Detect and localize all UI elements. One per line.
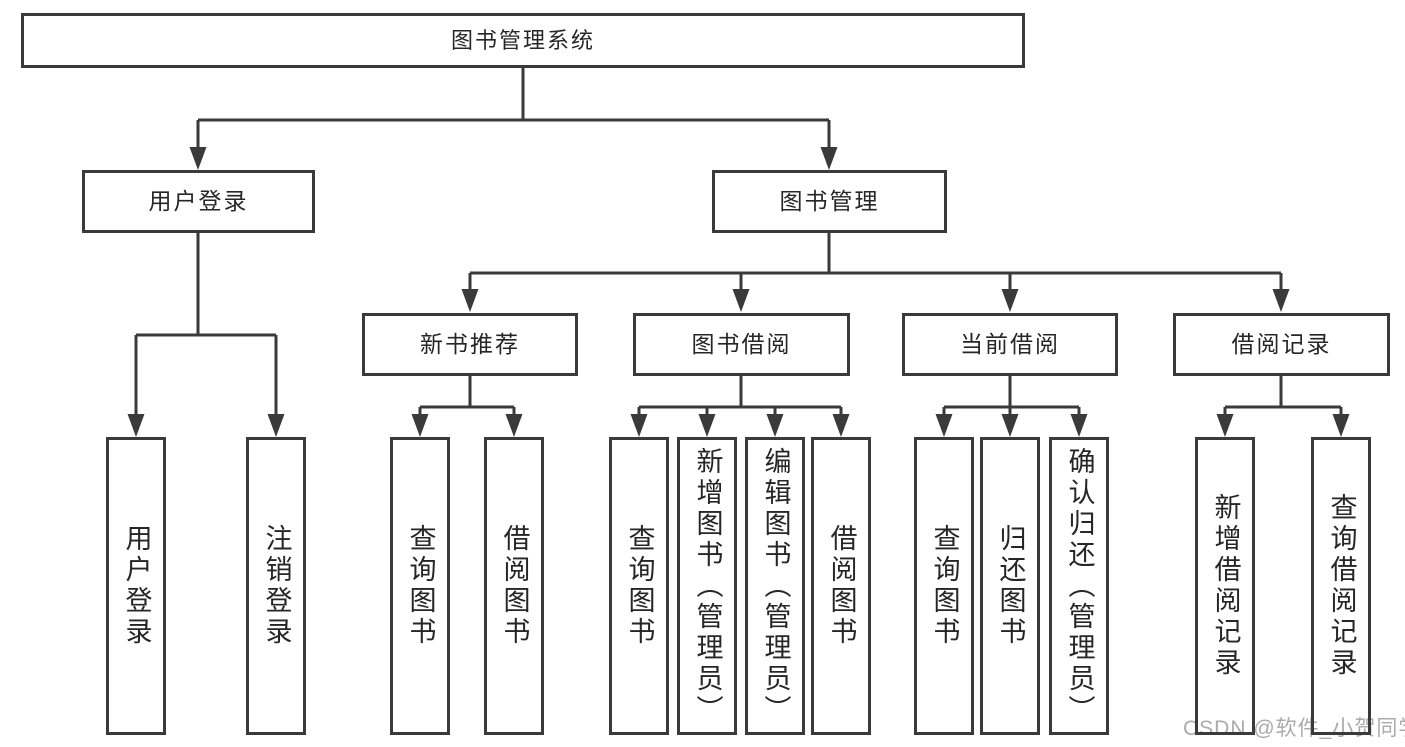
node-leaf-bb-query-book: 查询图书 [609,437,669,735]
node-leaf-nb-borrow-book-label: 借阅图书 [499,524,530,648]
node-leaf-bb-query-book-label: 查询图书 [624,524,655,648]
node-leaf-bb-borrow-book: 借阅图书 [811,437,871,735]
node-leaf-nb-borrow-book: 借阅图书 [484,437,544,735]
node-leaf-user-login-label: 用户登录 [121,524,152,648]
node-leaf-br-query-record: 查询借阅记录 [1311,437,1371,735]
node-library-system: 图书管理系统 [21,13,1025,68]
node-leaf-bb-add-book-admin-label: 新增图书（管理员） [692,446,723,726]
node-leaf-bb-edit-book-admin: 编辑图书（管理员） [745,437,805,735]
node-leaf-cb-query-book-label: 查询图书 [929,524,960,648]
node-leaf-user-login: 用户登录 [106,437,166,735]
node-leaf-cb-return-book: 归还图书 [980,437,1040,735]
node-leaf-br-add-record-label: 新增借阅记录 [1210,493,1241,679]
node-leaf-nb-query-book-label: 查询图书 [405,524,436,648]
node-leaf-cb-return-book-label: 归还图书 [995,524,1026,648]
node-new-book-recommendation-label: 新书推荐 [420,331,520,357]
node-borrowing-records-label: 借阅记录 [1231,331,1332,357]
node-leaf-nb-query-book: 查询图书 [390,437,450,735]
node-leaf-logout-login-label: 注销登录 [261,524,292,648]
node-current-borrowing-label: 当前借阅 [960,331,1060,357]
node-leaf-cb-confirm-return-admin: 确认归还（管理员） [1049,437,1109,735]
node-new-book-recommendation: 新书推荐 [362,313,578,376]
node-leaf-bb-borrow-book-label: 借阅图书 [826,524,857,648]
node-leaf-cb-query-book: 查询图书 [914,437,974,735]
node-book-borrowing: 图书借阅 [633,313,850,376]
node-leaf-br-query-record-label: 查询借阅记录 [1326,493,1357,679]
node-book-management: 图书管理 [712,170,947,233]
node-library-system-label: 图书管理系统 [450,27,595,53]
node-leaf-cb-confirm-return-admin-label: 确认归还（管理员） [1064,446,1095,726]
node-book-management-label: 图书管理 [779,188,880,214]
arrow-icon [127,147,1350,437]
node-user-login-label: 用户登录 [148,188,249,214]
watermark: CSDN @软件_小贺同学 [1183,717,1405,740]
node-leaf-logout-login: 注销登录 [246,437,306,735]
node-leaf-bb-edit-book-admin-label: 编辑图书（管理员） [760,446,791,726]
node-leaf-bb-add-book-admin: 新增图书（管理员） [677,437,737,735]
node-user-login: 用户登录 [82,170,315,233]
node-current-borrowing: 当前借阅 [902,313,1118,376]
node-leaf-br-add-record: 新增借阅记录 [1195,437,1255,735]
node-book-borrowing-label: 图书借阅 [691,331,792,357]
node-borrowing-records: 借阅记录 [1173,313,1390,376]
